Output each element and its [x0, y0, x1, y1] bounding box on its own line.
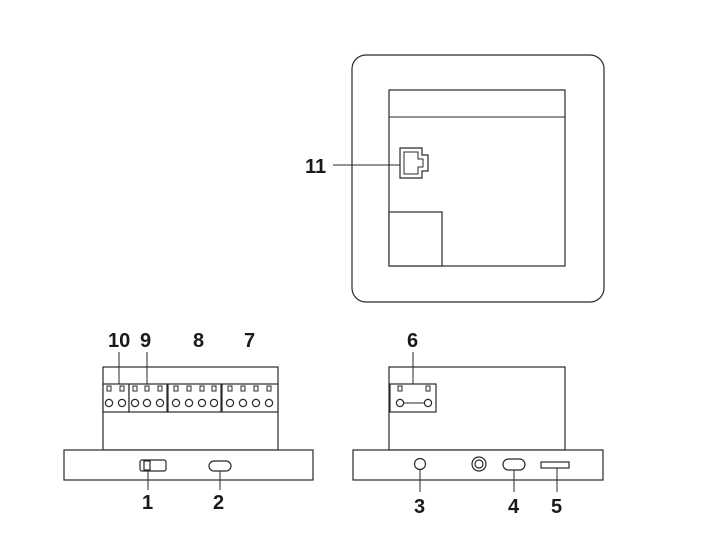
- terminal-block-10: [102, 383, 130, 413]
- callout-1: 1: [142, 492, 153, 514]
- callout-6: 6: [407, 330, 418, 352]
- front-lower-block: [388, 211, 443, 267]
- audio-jack-icon: [413, 457, 427, 471]
- front-view: 11: [305, 54, 605, 303]
- terminal-block-6: [389, 383, 437, 413]
- terminal-block-9: [128, 383, 168, 413]
- left-base-plate: [63, 449, 314, 481]
- rj45-port-icon: [399, 147, 429, 179]
- callout-9: 9: [140, 330, 151, 352]
- usb-c-port-icon: [502, 458, 526, 471]
- callout-5: 5: [551, 496, 562, 518]
- right-side-view: 6 3 4 5: [352, 330, 604, 518]
- terminal-block-7: [221, 383, 279, 413]
- callout-3: 3: [414, 496, 425, 518]
- terminal-block-8: [167, 383, 222, 413]
- callout-2: 2: [213, 492, 224, 514]
- round-connector-icon: [471, 456, 487, 472]
- reset-button-icon: [208, 460, 232, 472]
- callout-4: 4: [508, 496, 520, 518]
- left-side-view: 10 9 8 7 1 2: [63, 330, 314, 514]
- callout-10: 10: [108, 330, 130, 352]
- callout-8: 8: [193, 330, 204, 352]
- callout-11: 11: [305, 156, 326, 178]
- callout-7: 7: [244, 330, 255, 352]
- slide-switch-icon: [139, 459, 167, 472]
- card-slot-icon: [540, 461, 570, 469]
